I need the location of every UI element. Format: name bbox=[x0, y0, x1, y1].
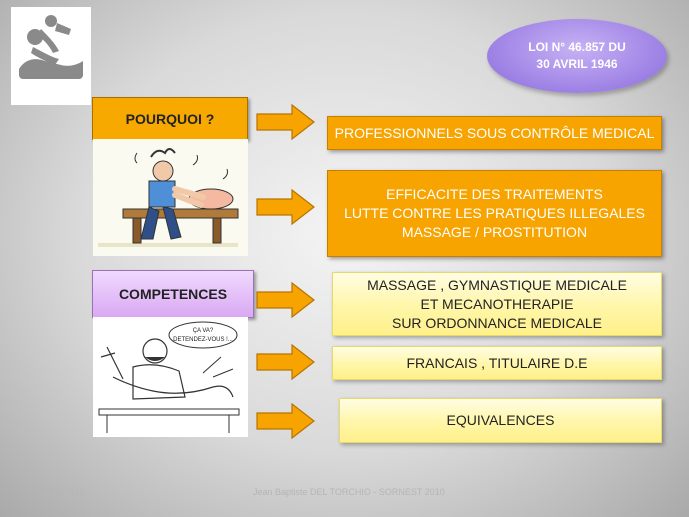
arrow-right-icon bbox=[256, 188, 315, 226]
box3-line-2: ET MECANOTHERAPIE bbox=[420, 295, 574, 312]
equivalences-box: EQUIVALENCES bbox=[339, 398, 662, 443]
law-line-2: 30 AVRIL 1946 bbox=[536, 57, 618, 71]
massage-logo bbox=[11, 7, 91, 105]
cartoon-patient-image: ÇA VA? DETENDEZ-VOUS !... bbox=[93, 317, 248, 437]
cartoon-massage-image bbox=[93, 139, 248, 256]
francais-box: FRANCAIS , TITULAIRE D.E bbox=[332, 346, 662, 380]
box2-line-2: LUTTE CONTRE LES PRATIQUES ILLEGALES bbox=[344, 205, 645, 221]
box2-line-3: MASSAGE / PROSTITUTION bbox=[401, 224, 588, 240]
arrow-right-icon bbox=[256, 103, 315, 141]
arrow-right-icon bbox=[256, 281, 315, 319]
box3-line-3: SUR ORDONNANCE MEDICALE bbox=[391, 314, 603, 331]
footer-page-number: 4 bbox=[641, 487, 647, 497]
competences-label: COMPETENCES bbox=[92, 270, 254, 318]
arrow-right-icon bbox=[256, 343, 315, 381]
massage-logo-icon bbox=[19, 15, 83, 79]
box5-line-1: EQUIVALENCES bbox=[446, 412, 555, 428]
bubble-line-2: DETENDEZ-VOUS !... bbox=[173, 337, 233, 343]
law-reference-oval: LOI N° 46.857 DU 30 AVRIL 1946 bbox=[487, 19, 667, 93]
law-line-1: LOI N° 46.857 DU bbox=[528, 40, 626, 54]
box1-line-1: PROFESSIONNELS SOUS CONTRÔLE MEDICAL bbox=[334, 124, 655, 141]
footer-date: 08/04/2010 bbox=[40, 487, 86, 497]
pourquoi-label: POURQUOI ? bbox=[92, 97, 248, 140]
box2-line-1: EFFICACITE DES TRAITEMENTS bbox=[386, 186, 603, 202]
footer-author: Jean Baptiste DEL TORCHIO - SORNEST 2010 bbox=[253, 487, 445, 497]
massage-box: MASSAGE , GYMNASTIQUE MEDICALE ET MECANO… bbox=[332, 272, 662, 336]
arrow-right-icon bbox=[256, 402, 315, 440]
efficacite-box: EFFICACITE DES TRAITEMENTS LUTTE CONTRE … bbox=[327, 170, 662, 257]
box3-line-1: MASSAGE , GYMNASTIQUE MEDICALE bbox=[367, 276, 627, 293]
professionnels-box: PROFESSIONNELS SOUS CONTRÔLE MEDICAL bbox=[327, 116, 662, 150]
bubble-line-1: ÇA VA? bbox=[193, 328, 214, 334]
box4-line-1: FRANCAIS , TITULAIRE D.E bbox=[406, 354, 588, 371]
